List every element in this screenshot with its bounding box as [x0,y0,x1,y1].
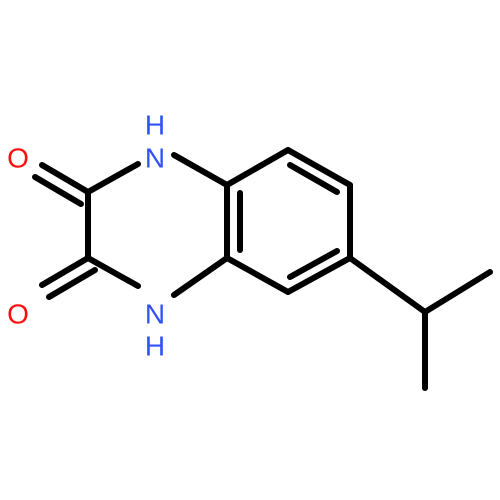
bond-c3-n2 [85,255,141,289]
bond-c7-ch [347,255,428,315]
bond-n1-c2 [85,161,141,195]
bond-ch-me1 [422,269,493,315]
bond-n2-c8a [171,255,230,298]
oxygen-label-bottom: O [7,299,29,330]
hydrogen-label-top: H [145,110,165,141]
bond-c4a-n1 [171,152,230,188]
bond-c3-o2-a [39,255,91,288]
bond-c3-o2-b [46,267,98,300]
bond-c4a-c5 [224,147,291,188]
bond-c5-c6-inner [287,162,340,195]
bond-c2-o1-a [39,162,91,195]
oxygen-label-top: O [7,143,29,174]
bond-c8-c8a [224,255,291,295]
hydrogen-label-bottom: H [145,331,165,362]
bond-c7-c8-inner [287,248,340,280]
bond-c2-o1-b [32,174,84,207]
nitrogen-label-top: N [145,143,165,174]
bond-c7-c8 [285,255,353,295]
bond-c5-c6 [285,147,353,188]
nitrogen-label-bottom: N [145,299,165,330]
